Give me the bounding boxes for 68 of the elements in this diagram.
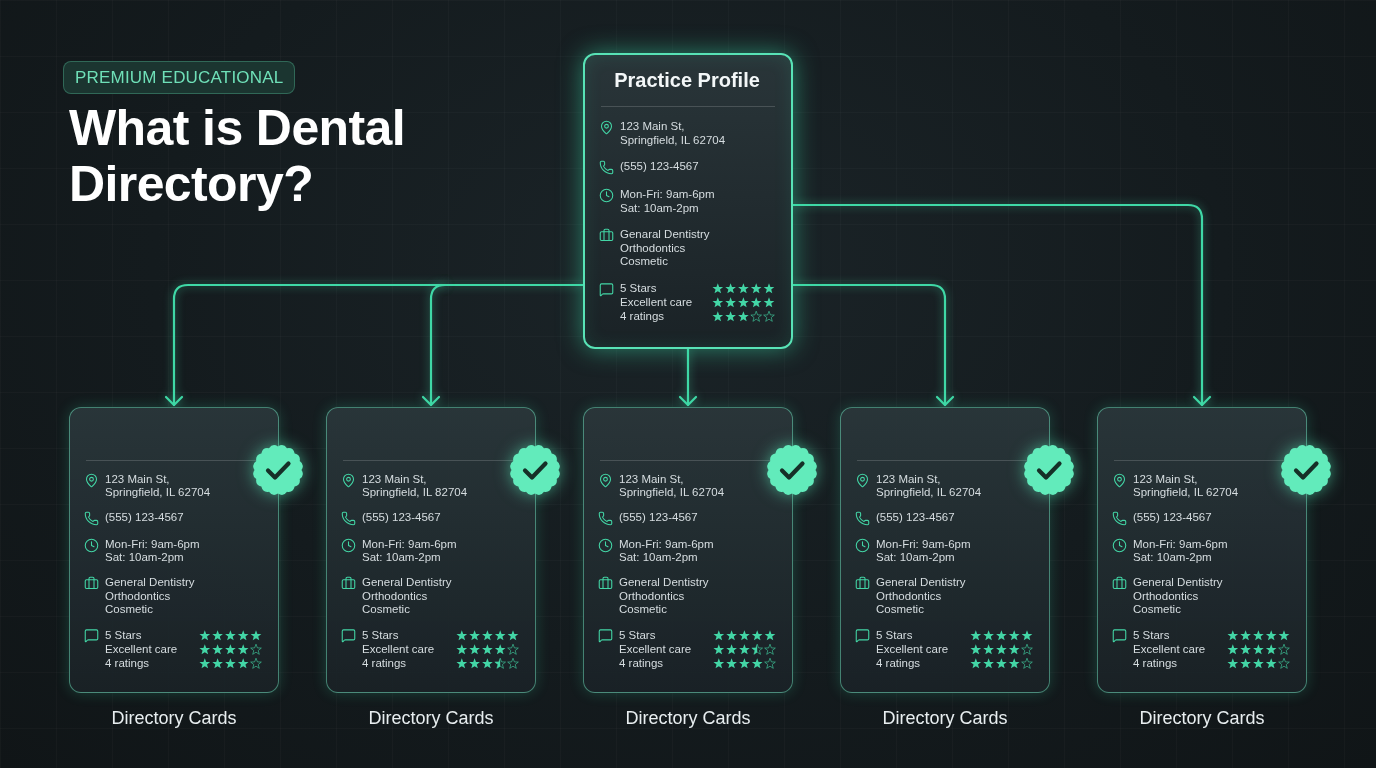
service-text: General Dentistry xyxy=(876,576,966,590)
service-text: General Dentistry xyxy=(105,576,195,590)
rating-text: Excellent care xyxy=(362,642,435,657)
opening-hours: Mon-Fri: 9am-6pm Sat: 10am-2pm xyxy=(105,537,201,565)
opening-hours: Mon-Fri: 9am-6pm Sat: 10am-2pm xyxy=(1133,537,1229,565)
rating-text: Excellent care xyxy=(1133,642,1206,657)
rating-text: 4 ratings xyxy=(105,656,150,671)
rating-text: 4 ratings xyxy=(1133,656,1178,671)
connector-arrow xyxy=(791,203,1212,407)
rating-text: Excellent care xyxy=(105,642,178,657)
rating-text: Excellent care xyxy=(620,296,693,310)
service-text: General Dentistry xyxy=(362,576,452,590)
address-text: 123 Main St, Springfield, IL 62704 xyxy=(876,472,983,500)
connector-line xyxy=(443,283,585,287)
service-text: Genaral Dentistry xyxy=(620,228,710,242)
phone-number: (555) 123-4567 xyxy=(619,511,698,525)
connector-arrow xyxy=(421,283,447,407)
service-text: Orthodontics xyxy=(876,589,942,604)
address-text: 123 Main St, Springfield, IL 62704 xyxy=(105,472,212,500)
rating-text: 5 Stars xyxy=(619,628,656,643)
service-text: Cosmetic xyxy=(620,255,668,269)
card-caption: Directory Cards xyxy=(625,707,751,729)
connector-arrow xyxy=(678,347,698,407)
opening-hours: Mon-Fri: 9am-6pm Sat: 10am-2pm xyxy=(619,537,715,565)
rating-text: 4 ratings xyxy=(619,656,664,671)
service-text: General Dentistry xyxy=(619,576,709,590)
service-text: Cosmetic xyxy=(876,603,924,617)
rating-text: 5 Stars xyxy=(362,628,399,643)
address-text: 123 Main St, Springfield, IL 82704 xyxy=(362,472,469,500)
rating-text: 4 ratings xyxy=(362,656,407,671)
card-title: Practice Profile xyxy=(614,69,760,92)
card-caption: Directory Cards xyxy=(882,707,1008,729)
connector-arrow xyxy=(791,283,955,407)
service-text: Orthodontics xyxy=(619,589,685,604)
address-text: 123 Main St, Springfield, IL 62704 xyxy=(1133,472,1240,500)
rating-text: 5 Stars xyxy=(105,628,142,643)
phone-number: (555) 123-4567 xyxy=(620,160,699,174)
phone-number: (555) 123-4567 xyxy=(105,511,184,525)
rating-text: 5 Stars xyxy=(1133,628,1170,643)
card-caption: Directory Cards xyxy=(111,707,237,729)
profile-card xyxy=(583,53,793,349)
service-text: Orthodontics xyxy=(620,241,686,256)
rating-text: 5 Stars xyxy=(620,282,657,296)
rating-text: 4 ratings xyxy=(876,656,921,671)
address-text: 123 Main St, Springfield, IL 62704 xyxy=(619,472,726,500)
service-text: General Dentistry xyxy=(1133,576,1223,590)
rating-text: 4 ratings xyxy=(620,310,665,324)
service-text: Cosmetic xyxy=(619,603,667,617)
rating-text: Excellent care xyxy=(619,642,692,657)
service-text: Cosmetic xyxy=(362,603,410,617)
service-text: Orthodontics xyxy=(362,589,428,604)
rating-text: 5 Stars xyxy=(876,628,913,643)
address-text: 123 Main St, Springfield, IL 62704 xyxy=(620,120,727,148)
phone-number: (555) 123-4567 xyxy=(1133,511,1212,525)
service-text: Orthodontics xyxy=(105,589,171,604)
page-title: What is Dental Directory? xyxy=(69,100,407,212)
opening-hours: Mon-Fri: 9am-6pm Sat: 10am-2pm xyxy=(876,537,972,565)
phone-number: (555) 123-4567 xyxy=(362,511,441,525)
card-caption: Directory Cards xyxy=(1139,707,1265,729)
card-caption: Directory Cards xyxy=(368,707,494,729)
phone-number: (555) 123-4567 xyxy=(876,511,955,525)
service-text: Cosmetic xyxy=(105,603,153,617)
category-tag: PREMIUM EDUCATIONAL xyxy=(63,61,296,94)
service-text: Orthodontics xyxy=(1133,589,1199,604)
service-text: Cosmetic xyxy=(1133,603,1181,617)
opening-hours: Mon-Fri: 9am-6pm Sat: 10am-2pm xyxy=(362,537,458,565)
rating-text: Excellent care xyxy=(876,642,949,657)
opening-hours: Mon-Fri: 9am-6pm Sat: 10am-2pm xyxy=(620,188,716,216)
